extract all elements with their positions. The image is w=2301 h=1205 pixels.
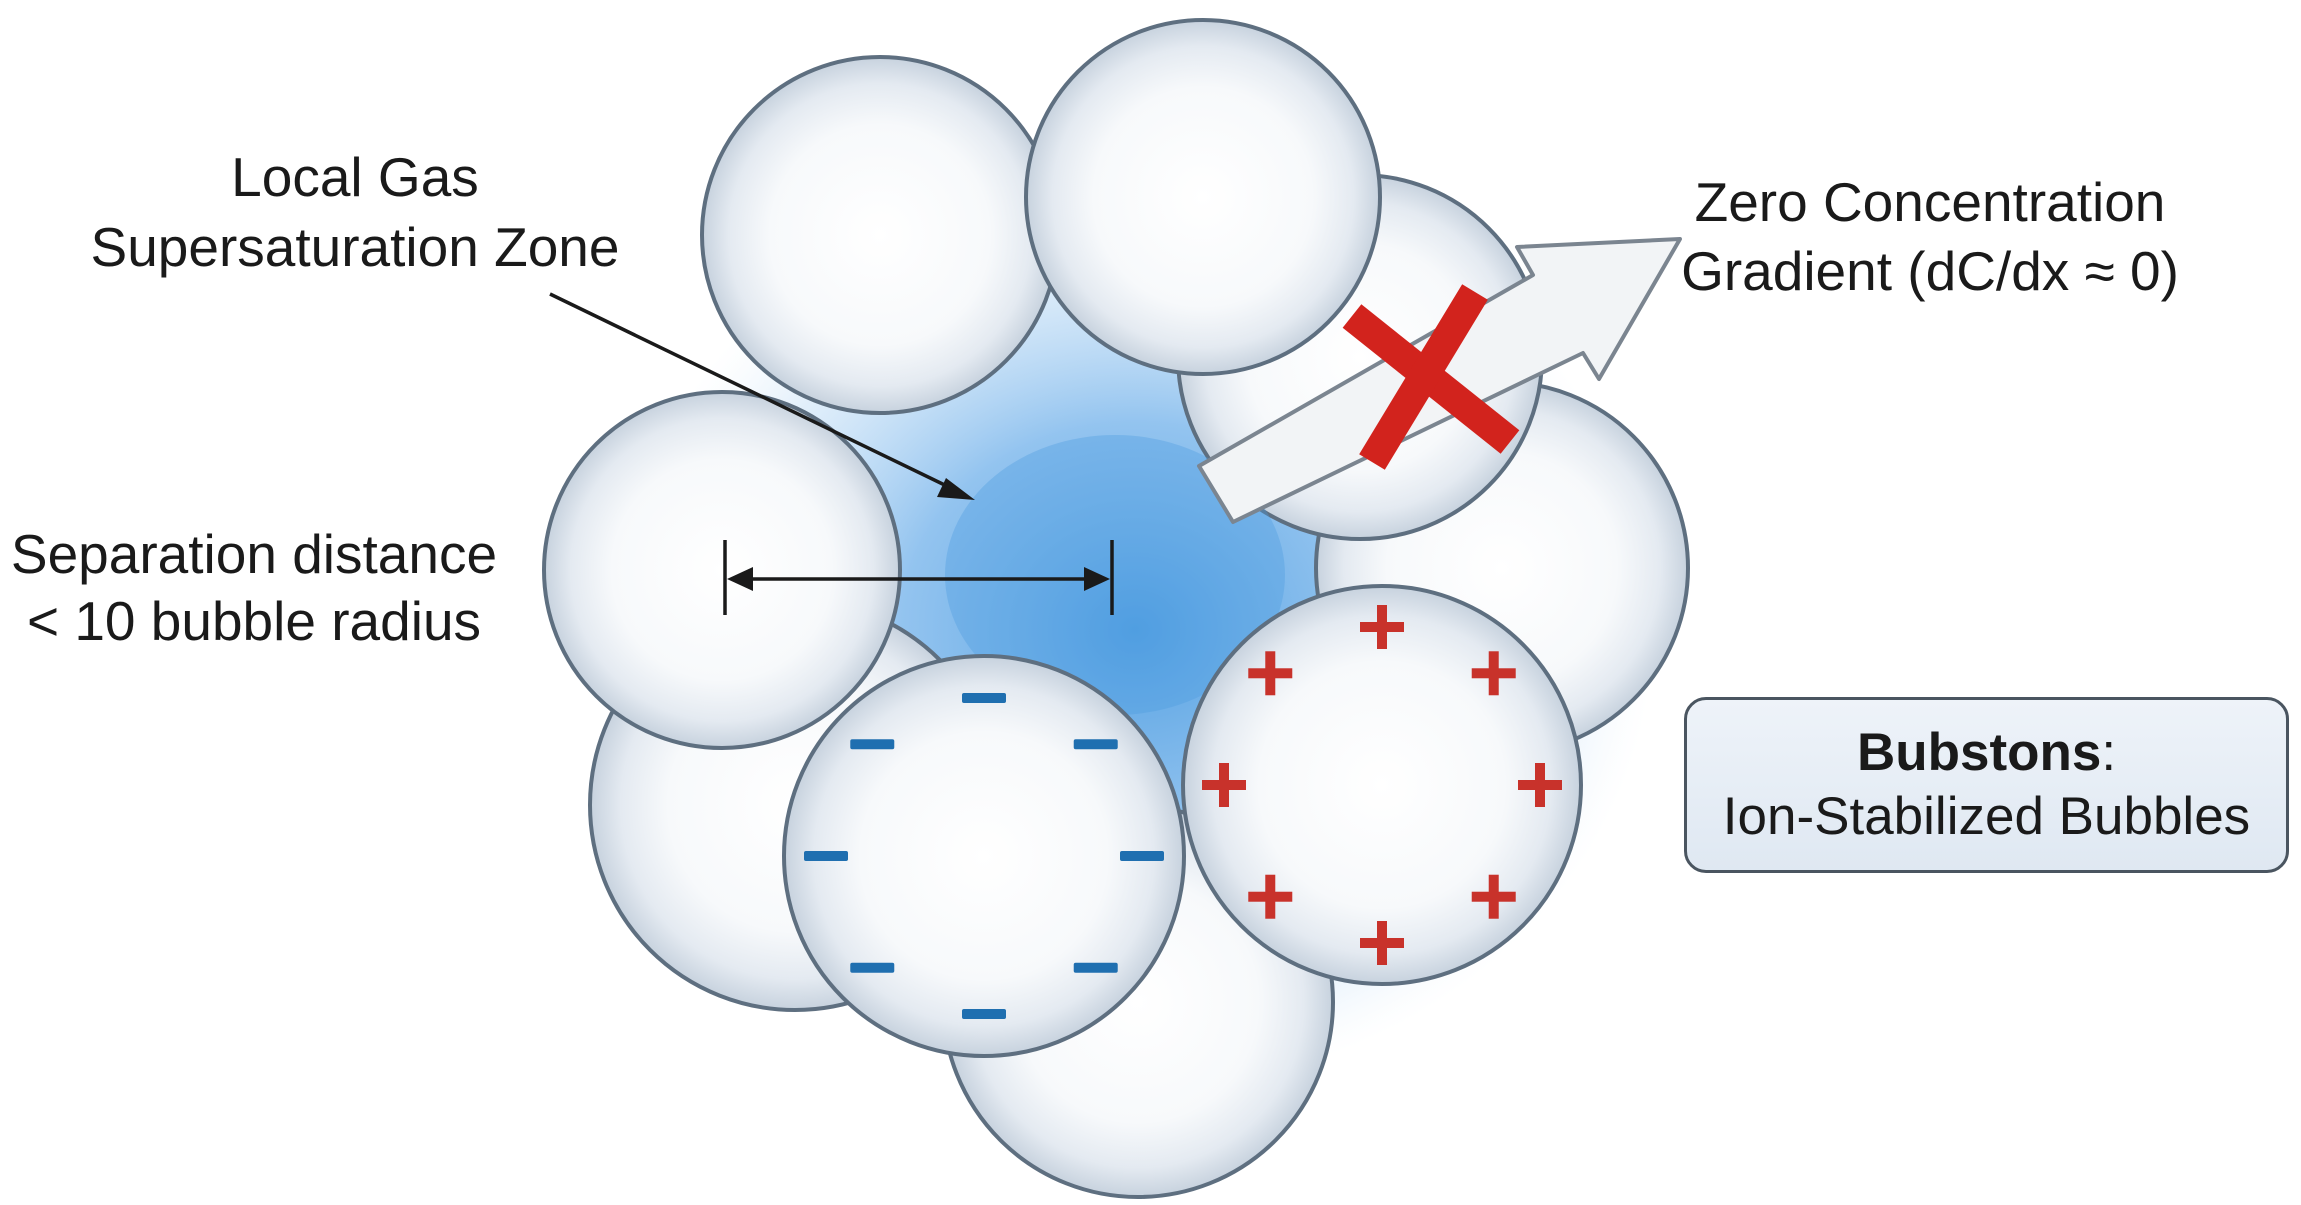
dimension-arrowhead-left	[727, 567, 753, 591]
negative-charge-2	[1073, 739, 1118, 750]
negative-charges	[804, 693, 1164, 1019]
positive-charge-8	[1248, 651, 1293, 696]
negative-charge-7	[804, 851, 848, 861]
legend-description: Ion-Stabilized Bubbles	[1722, 787, 2251, 846]
bubble-top-left	[700, 55, 1060, 415]
positive-charge-3	[1518, 763, 1562, 807]
legend-title: Bubstons:	[1857, 721, 2116, 785]
positive-charge-1	[1360, 605, 1404, 649]
gradient-label-line1: Zero Concentration	[1695, 171, 2166, 233]
negative-charge-3	[1120, 851, 1164, 861]
supersaturation-core	[945, 435, 1285, 715]
zone-label-line1: Local Gas	[231, 146, 479, 208]
separation-distance-marker	[723, 540, 1114, 615]
negative-charge-8	[850, 739, 895, 750]
negative-charge-6	[850, 962, 895, 973]
gradient-label-line2: Gradient (dC/dx ≈ 0)	[1681, 240, 2179, 302]
zone-leader-arrow	[549, 292, 975, 500]
gradient-arrow	[1197, 237, 1682, 524]
negative-charge-4	[1073, 962, 1118, 973]
positive-charges	[1202, 605, 1562, 965]
separation-label-line2: < 10 bubble radius	[27, 590, 481, 652]
bubble-left-middle	[542, 390, 902, 750]
bubstons-legend: Bubstons: Ion-Stabilized Bubbles	[1684, 697, 2289, 873]
negative-charge-1	[962, 693, 1006, 703]
zone-label-line2: Supersaturation Zone	[91, 216, 620, 278]
negative-charge-5	[962, 1009, 1006, 1019]
separation-label-line1: Separation distance	[11, 523, 497, 585]
bubston-positive	[1181, 584, 1583, 986]
dimension-arrowhead-right	[1084, 567, 1110, 591]
blocked-cross-icon	[1342, 284, 1520, 470]
positive-charge-7	[1202, 763, 1246, 807]
positive-charge-4	[1471, 874, 1516, 919]
bubston-negative	[782, 654, 1186, 1058]
bubble-top-center	[1024, 18, 1382, 376]
positive-charge-2	[1471, 651, 1516, 696]
positive-charge-6	[1248, 874, 1293, 919]
positive-charge-5	[1360, 921, 1404, 965]
legend-term: Bubstons	[1856, 723, 2102, 783]
legend-colon: :	[2101, 723, 2117, 783]
